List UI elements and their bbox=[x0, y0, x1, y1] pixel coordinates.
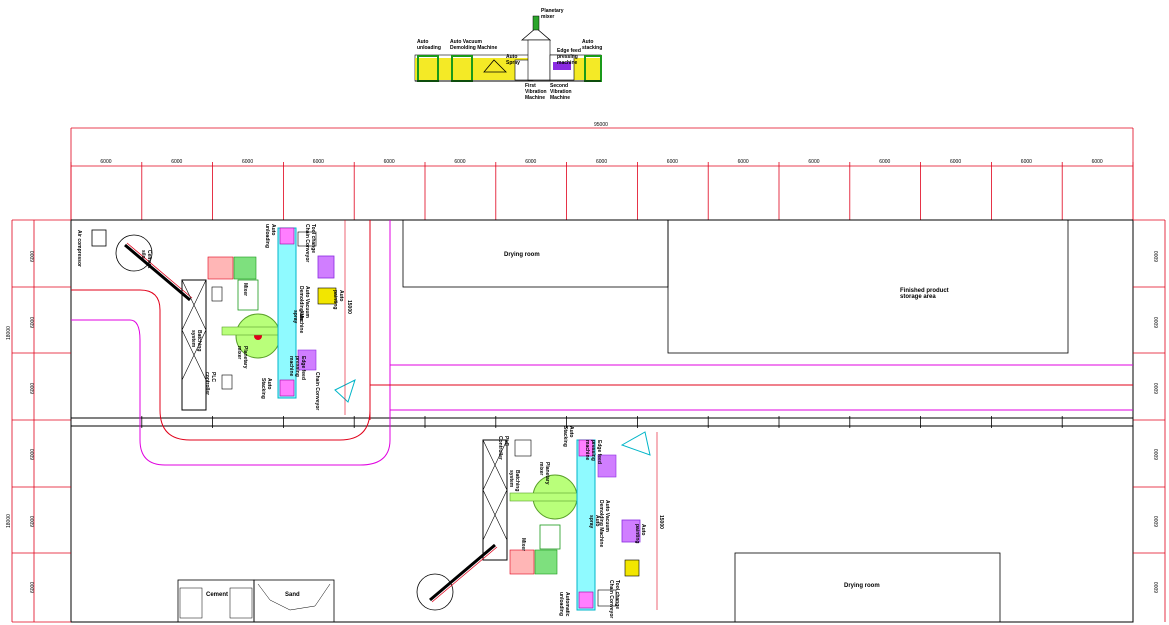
top-air-compressor: Air compressor bbox=[76, 230, 82, 267]
right-row-5: 6000 bbox=[1154, 516, 1160, 527]
bottom-batching: Batchingsystem bbox=[508, 470, 520, 491]
right-row-4: 6000 bbox=[1154, 449, 1160, 460]
bay-label: 6000 bbox=[171, 159, 182, 165]
bay-dimension-ticks: 6000 6000 6000 6000 6000 6000 6000 6000 6000 6000… bbox=[70, 159, 1134, 220]
total-width-dimension: 95000 bbox=[594, 122, 608, 128]
drying-room-top: Drying room bbox=[402, 219, 669, 288]
batching-system-bottom-icon bbox=[482, 439, 508, 561]
bottom-pl-controller: PLCController bbox=[497, 436, 509, 460]
top-pl-controller: PLCcontroller bbox=[204, 372, 216, 395]
left-total-bottom: 18000 bbox=[6, 514, 12, 528]
bay-label: 6000 bbox=[667, 159, 678, 165]
svg-text:Cement: Cement bbox=[206, 592, 228, 598]
side-dimensions bbox=[11, 219, 1166, 623]
bottom-edge-feeder: Edge feedpressingmachine bbox=[584, 440, 602, 464]
building-outline bbox=[70, 219, 1134, 623]
bottom-auto-painting: Autopainting bbox=[634, 524, 646, 543]
right-row-6: 6000 bbox=[1154, 582, 1160, 593]
road-paths bbox=[71, 220, 1133, 466]
top-auto-stacking: AutoStacking bbox=[260, 378, 272, 399]
top-auto-unloading: Autounloading bbox=[264, 224, 276, 248]
top-edge-feeder: Edge feedpressingmachine bbox=[288, 356, 306, 380]
bay-label: 6000 bbox=[454, 159, 465, 165]
left-row-5: 6000 bbox=[30, 516, 36, 527]
top-chain-conveyor: Chain Conveyor bbox=[314, 372, 320, 410]
aisle-column-ticks bbox=[70, 416, 1134, 428]
right-row-3: 6000 bbox=[1154, 383, 1160, 394]
bay-label: 6000 bbox=[525, 159, 536, 165]
bottom-auto-stacking: AutoStacking bbox=[562, 426, 574, 447]
top-line-length: 15000 bbox=[346, 300, 352, 314]
air-compressor-icon bbox=[91, 229, 107, 247]
bay-label: 6000 bbox=[384, 159, 395, 165]
left-row-4: 6000 bbox=[30, 449, 36, 460]
batching-system-icon bbox=[181, 279, 207, 411]
bay-label: 6000 bbox=[100, 159, 111, 165]
top-cement-silo: Cementsilo bbox=[140, 250, 152, 269]
left-row-2: 6000 bbox=[30, 317, 36, 328]
equipment-bottom: PLCController AutoStacking Edge feedpres… bbox=[416, 426, 664, 618]
bay-label: 6000 bbox=[596, 159, 607, 165]
bottom-auto-unloading: Automaticunloading bbox=[558, 592, 570, 617]
top-auto-painting: Autopainting bbox=[332, 290, 344, 309]
right-row-2: 6000 bbox=[1154, 317, 1160, 328]
cement-storage: Cement bbox=[177, 579, 255, 623]
top-batching: Batchingsystem bbox=[190, 330, 202, 351]
bottom-mixer: Mixer bbox=[520, 538, 526, 551]
top-mixer: Mixer bbox=[242, 283, 248, 296]
left-row-6: 6000 bbox=[30, 582, 36, 593]
top-planetary-mixer: Planetarymixer bbox=[236, 346, 248, 369]
bottom-planetary-mixer: Planetarymixer bbox=[538, 462, 550, 485]
bottom-auto-vacuum: Auto VacuumDemolding Machine bbox=[598, 500, 610, 547]
left-total-top: 18000 bbox=[6, 326, 12, 340]
sand-storage: Sand bbox=[253, 579, 335, 623]
bottom-line-length: 15000 bbox=[658, 515, 664, 529]
bay-label: 6000 bbox=[808, 159, 819, 165]
bay-label: 6000 bbox=[313, 159, 324, 165]
top-tool-change: Tool changeChain Conveyor bbox=[304, 224, 316, 262]
right-row-1: 6000 bbox=[1154, 251, 1160, 262]
top-auto-spray: Autospray bbox=[292, 310, 304, 324]
top-auto-vacuum: Auto VacuumDemolding Machine bbox=[298, 286, 310, 333]
bay-label: 6000 bbox=[242, 159, 253, 165]
svg-text:Drying room: Drying room bbox=[504, 252, 540, 258]
bay-label: 6000 bbox=[738, 159, 749, 165]
top-dimensions bbox=[70, 127, 1134, 220]
cement-silo-icon bbox=[115, 234, 153, 272]
drying-room-bottom: Drying room bbox=[734, 552, 1001, 623]
bay-label: 6000 bbox=[1021, 159, 1032, 165]
bay-label: 6000 bbox=[1092, 159, 1103, 165]
left-row-1: 6000 bbox=[30, 251, 36, 262]
svg-text:Sand: Sand bbox=[285, 592, 300, 598]
left-row-3: 6000 bbox=[30, 383, 36, 394]
equipment-top: Air compressor Autounloading Tool change… bbox=[76, 220, 356, 415]
svg-text:Drying room: Drying room bbox=[844, 583, 880, 589]
bottom-auto-spray: Autospray bbox=[588, 515, 600, 529]
cement-silo-bottom-icon bbox=[416, 573, 454, 611]
bay-label: 6000 bbox=[879, 159, 890, 165]
bottom-tool-change: Tool changeChain Conveyor bbox=[608, 580, 620, 618]
bay-label: 6000 bbox=[950, 159, 961, 165]
